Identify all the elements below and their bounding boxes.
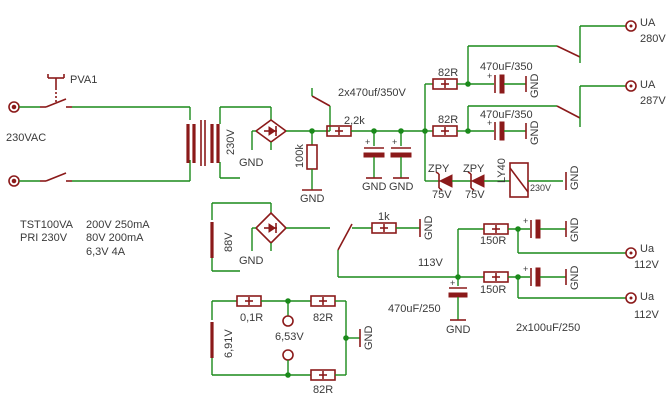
ua-280-label: UA	[640, 17, 656, 29]
resistor-82r-top-label: 82R	[438, 67, 458, 79]
svg-text:+: +	[523, 216, 528, 226]
v113-label: 113V	[418, 257, 444, 269]
gnd-label-1k: GND	[423, 216, 435, 241]
gnd-label-c2: GND	[389, 181, 414, 193]
svg-text:+: +	[392, 137, 397, 147]
zpy2-voltage: 75V	[465, 189, 485, 201]
branch-ua-280: 82R UA 280V + GND 470uF/350	[425, 17, 666, 98]
resistor-82r-h1-label: 82R	[313, 312, 333, 324]
ua-287-terminal	[625, 80, 637, 92]
vac-label: 230VAC	[6, 132, 46, 144]
branch-ua-287: 82R UA 287V + GND 470uF/350	[425, 79, 666, 145]
resistor-1k-label: 1k	[378, 211, 390, 223]
gnd-label-mid: GND	[529, 121, 541, 146]
resistor-100k	[306, 144, 318, 170]
gnd-label-c470: GND	[446, 324, 471, 336]
gnd-label-heater: GND	[363, 326, 375, 351]
ua-low1-voltage: 112V	[634, 259, 660, 271]
spec-line-3: 200V 250mA	[86, 219, 150, 231]
spec-line-1: TST100VA	[20, 219, 74, 231]
cap-top-label: 470uF/350	[480, 61, 533, 73]
transformer-main: 230V	[186, 106, 272, 179]
t3-secondary-label: 6,91V	[223, 329, 235, 358]
svg-text:+: +	[450, 278, 455, 288]
svg-text:+: +	[523, 264, 528, 274]
heater-circuit: 6,91V 0,1R 6,53V 82R 82R GND	[210, 295, 375, 396]
bridge-rectifier-1: GND	[239, 119, 312, 169]
spec-line-5: 6,3V 4A	[86, 246, 126, 258]
cap-main-label: 2x470uf/350V	[338, 87, 407, 99]
ua-112-terminal-1	[625, 247, 637, 259]
transformer-88v: 88V GND 1k GND 113V + GND 470uF/250	[210, 202, 660, 336]
ua-low1-label: Ua	[640, 243, 655, 255]
relay-voltage-label: 230V	[530, 183, 551, 193]
resistor-82r-mid-label: 82R	[438, 114, 458, 126]
resistor-150r-b-label: 150R	[480, 284, 506, 296]
gnd-label-b2: GND	[239, 255, 264, 267]
gnd-label-relay: GND	[569, 166, 581, 191]
gnd-label-c1: GND	[362, 181, 387, 193]
relay-ly40-label: LY40	[496, 158, 508, 183]
resistor-0r1-label: 0,1R	[240, 312, 263, 324]
mains-input: PVA1 230VAC	[6, 74, 191, 187]
t1-secondary-label: 230V	[225, 129, 237, 155]
transformer-specs: TST100VA PRI 230V 200V 250mA 80V 200mA 6…	[20, 219, 150, 258]
zener-relay-branch: ZPY 75V ZPY 75V LY40 230V GND	[425, 158, 581, 201]
t2-secondary-label: 88V	[223, 232, 235, 252]
resistor-150r-a-label: 150R	[480, 235, 506, 247]
gnd-label-c100b: GND	[569, 266, 581, 291]
ua-112-terminal-2	[625, 292, 637, 304]
zpy1-label: ZPY	[428, 163, 450, 175]
resistor-100k-label: 100k	[294, 144, 306, 168]
relay-ly40	[509, 162, 529, 198]
ua-287-voltage: 287V	[640, 95, 666, 107]
ua-280-voltage: 280V	[640, 33, 666, 45]
svg-text:+: +	[365, 137, 370, 147]
zpy2-label: ZPY	[463, 163, 485, 175]
ua-low2-voltage: 112V	[634, 309, 660, 321]
gnd-label-b1: GND	[239, 157, 264, 169]
cap-2x100-label: 2x100uF/250	[516, 322, 580, 334]
heater-terminal-bottom	[282, 349, 294, 361]
gnd-label-c100a: GND	[569, 218, 581, 243]
zener-diode-1	[438, 174, 453, 188]
cap-mid-label: 470uF/350	[480, 109, 533, 121]
gnd-label-100k: GND	[300, 193, 325, 205]
spec-line-2: PRI 230V	[20, 232, 68, 244]
zpy1-voltage: 75V	[432, 189, 452, 201]
svg-text:+: +	[487, 71, 492, 81]
hv-rail: 100k GND 2,2k + + GND GND 2x470uf/350V	[294, 84, 428, 205]
svg-text:+: +	[487, 118, 492, 128]
ua-287-label: UA	[640, 79, 656, 91]
zener-diode-2	[470, 174, 485, 188]
heater-terminal-top	[282, 315, 294, 327]
gnd-label-top: GND	[529, 74, 541, 99]
ua-280-terminal	[625, 20, 637, 32]
pva1-label: PVA1	[70, 74, 97, 86]
resistor-2k2-label: 2,2k	[344, 115, 365, 127]
spec-line-4: 80V 200mA	[86, 232, 144, 244]
cap-470-250-label: 470uF/250	[388, 303, 441, 315]
ua-low2-label: Ua	[640, 291, 655, 303]
resistor-82r-h2-label: 82R	[313, 384, 333, 396]
v653-label: 6,53V	[275, 331, 304, 343]
